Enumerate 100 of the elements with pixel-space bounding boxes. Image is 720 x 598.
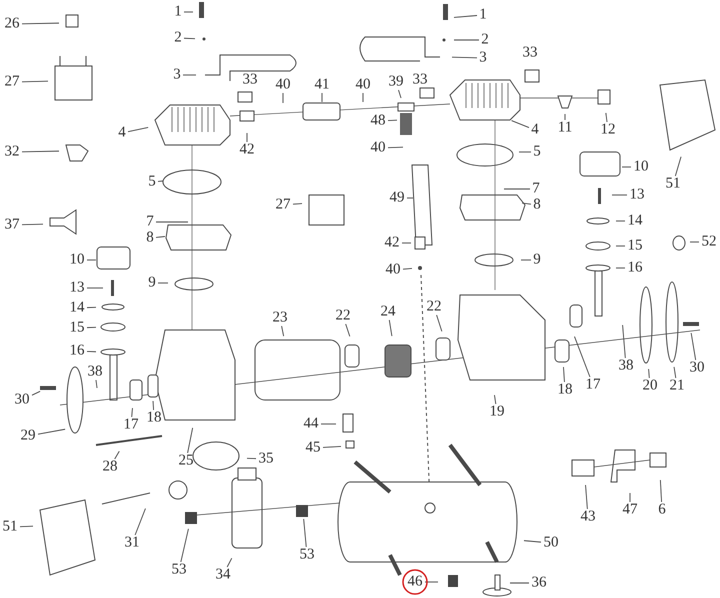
- callout-number: 46: [408, 574, 422, 590]
- callout-number: 33: [522, 46, 538, 60]
- callout-number: 49: [390, 190, 404, 206]
- leader-line: [281, 326, 284, 337]
- callout-number: 9: [148, 276, 156, 290]
- callout-number: 22: [336, 308, 350, 324]
- leader-line: [436, 314, 442, 332]
- callout-number: 34: [216, 568, 230, 582]
- callout-number: 16: [628, 260, 642, 276]
- leader-line: [96, 380, 98, 388]
- leader-line: [660, 480, 662, 502]
- leader-line: [616, 220, 626, 222]
- leader-line: [674, 156, 682, 176]
- callout-number: 31: [124, 536, 140, 550]
- callout-number: 44: [304, 416, 318, 432]
- callout-number: 43: [580, 510, 596, 524]
- leader-line: [38, 428, 66, 435]
- leader-line: [303, 518, 307, 548]
- leader-line: [158, 180, 164, 182]
- leader-line: [388, 320, 392, 337]
- leader-line: [128, 127, 149, 132]
- callout-number: 12: [600, 122, 616, 138]
- leader-line: [674, 366, 676, 378]
- callout-number: 18: [558, 382, 572, 398]
- callout-number: 41: [314, 78, 330, 92]
- leader-line: [86, 326, 96, 328]
- callout-number: 8: [146, 230, 154, 246]
- leader-line: [504, 188, 530, 190]
- leader-line: [86, 350, 96, 352]
- callout-number: 2: [481, 32, 489, 48]
- callout-number: 36: [532, 576, 546, 590]
- callout-number: 51: [666, 176, 680, 192]
- callout-number: 14: [70, 300, 84, 316]
- callout-number: 40: [356, 78, 370, 92]
- leader-line: [282, 92, 284, 104]
- leader-line: [454, 15, 478, 18]
- leader-line: [522, 202, 532, 205]
- callout-number: 10: [70, 252, 84, 268]
- callout-number: 48: [370, 114, 386, 128]
- callout-number: 40: [276, 78, 290, 92]
- callout-number: 30: [690, 360, 704, 376]
- callout-number: 1: [479, 8, 487, 22]
- callout-number: 3: [173, 68, 181, 82]
- leader-line: [511, 120, 530, 128]
- leader-line: [612, 194, 628, 196]
- callout-number: 13: [70, 280, 84, 296]
- callout-number: 40: [386, 262, 400, 278]
- callout-number: 10: [634, 160, 648, 174]
- leader-line: [605, 112, 608, 122]
- callout-number: 17: [124, 418, 138, 432]
- callout-number: 38: [88, 364, 102, 380]
- callout-number: 26: [4, 16, 20, 32]
- callout-number: 32: [4, 144, 20, 160]
- callout-number: 33: [412, 72, 428, 88]
- leader-line: [246, 458, 256, 460]
- leader-line: [563, 366, 565, 382]
- leader-line: [388, 120, 398, 122]
- callout-number: 52: [702, 234, 716, 250]
- callout-number: 37: [4, 218, 20, 232]
- leader-line: [402, 268, 412, 270]
- leader-line: [180, 528, 189, 562]
- callout-number: 4: [118, 126, 126, 140]
- leader-line: [622, 324, 626, 358]
- leader-line: [322, 446, 342, 448]
- leader-line: [494, 394, 496, 404]
- leader-line: [564, 114, 566, 120]
- leader-line: [574, 336, 590, 378]
- callout-number: 5: [148, 174, 156, 190]
- callout-number: 7: [146, 214, 154, 230]
- callout-number: 53: [300, 548, 314, 562]
- callout-number: 21: [670, 378, 684, 394]
- callout-number: 19: [490, 404, 504, 420]
- callout-number: 23: [272, 310, 288, 326]
- callout-number: 38: [618, 358, 634, 374]
- leader-line: [134, 508, 146, 536]
- callout-number: 4: [531, 122, 539, 138]
- leader-line: [362, 92, 364, 102]
- leader-line: [22, 224, 44, 226]
- callout-number: 40: [370, 140, 386, 156]
- leader-line: [22, 22, 60, 24]
- callout-number: 24: [380, 304, 396, 320]
- callout-number: 45: [306, 440, 320, 456]
- callout-number: 15: [70, 320, 84, 336]
- callout-number: 16: [70, 344, 84, 358]
- leader-line: [452, 56, 478, 58]
- callout-number: 11: [558, 120, 572, 136]
- leader-line: [510, 582, 530, 584]
- callout-number: 30: [14, 392, 30, 408]
- callout-number: 17: [586, 378, 600, 392]
- leader-line: [187, 427, 194, 454]
- leader-line: [690, 332, 696, 360]
- callout-number: 20: [642, 378, 658, 394]
- callout-number: 1: [174, 4, 182, 20]
- leader-line: [585, 484, 588, 510]
- leader-line: [622, 166, 632, 168]
- leader-line: [246, 132, 248, 142]
- callout-number: 8: [533, 198, 541, 212]
- callout-number: 22: [426, 300, 442, 314]
- leader-line: [182, 74, 196, 76]
- callout-number: 18: [146, 410, 162, 426]
